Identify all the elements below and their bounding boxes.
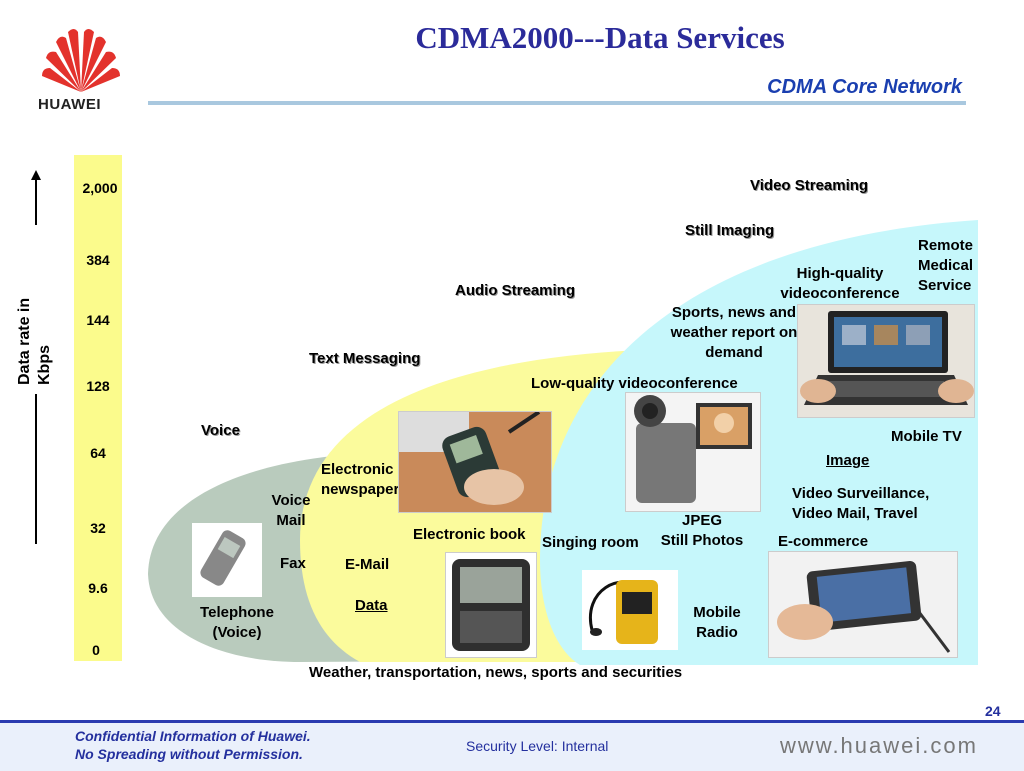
huawei-logo-icon — [42, 29, 120, 92]
laptop-videoconference-image — [797, 304, 975, 418]
axis-tick: 64 — [90, 445, 106, 461]
label-data: Data — [355, 597, 388, 614]
video-camera-image — [625, 392, 761, 512]
mobile-radio-headset-image — [582, 570, 678, 650]
header-divider — [148, 101, 966, 105]
label-telephone: Telephone(Voice) — [200, 604, 274, 641]
label-video-streaming: Video Streaming — [750, 177, 869, 194]
axis-band — [74, 155, 122, 661]
label-video-surveillance: Video Surveillance,Video Mail, Travel — [792, 485, 930, 522]
axis-tick: 384 — [86, 252, 110, 268]
label-email: E-Mail — [345, 556, 390, 573]
axis-tick: 0 — [92, 642, 100, 658]
label-weather: Weather, transportation, news, sports an… — [309, 664, 683, 681]
footer-bar — [0, 720, 1024, 771]
page-subtitle: CDMA Core Network — [767, 76, 962, 98]
footer-website: www.huawei.com — [780, 733, 978, 758]
axis-arrow-icon — [31, 170, 41, 544]
label-still-imaging: Still Imaging — [685, 222, 775, 239]
pda-ecommerce-image — [768, 551, 958, 658]
axis-tick: 144 — [86, 312, 110, 328]
mobile-phone-hand-image — [398, 411, 552, 513]
axis-tick: 32 — [90, 520, 106, 536]
label-image: Image — [826, 452, 870, 469]
logo-wordmark: HUAWEI — [38, 96, 101, 113]
label-lq-videoconference: Low-quality videoconference — [531, 375, 738, 392]
footer-security-level: Security Level: Internal — [466, 738, 609, 754]
label-fax: Fax — [280, 555, 306, 572]
label-voice: Voice — [201, 422, 240, 439]
label-text-messaging: Text Messaging — [309, 350, 421, 367]
page-title: CDMA2000---Data Services — [415, 20, 785, 55]
label-electronic-book: Electronic book — [413, 526, 526, 543]
footer-confidential: Confidential Information of Huawei. No S… — [75, 728, 311, 762]
label-singing-room: Singing room — [542, 534, 639, 551]
label-mobile-tv: Mobile TV — [891, 428, 962, 445]
label-ecommerce: E-commerce — [778, 533, 869, 550]
axis-tick: 2,000 — [82, 180, 118, 196]
electronic-book-device-image — [445, 552, 537, 658]
axis-tick: 9.6 — [88, 580, 108, 596]
page-number: 24 — [985, 703, 1001, 719]
axis-tick: 128 — [86, 378, 110, 394]
cellphone-telephone-image — [192, 523, 262, 597]
label-audio-streaming: Audio Streaming — [455, 282, 576, 299]
